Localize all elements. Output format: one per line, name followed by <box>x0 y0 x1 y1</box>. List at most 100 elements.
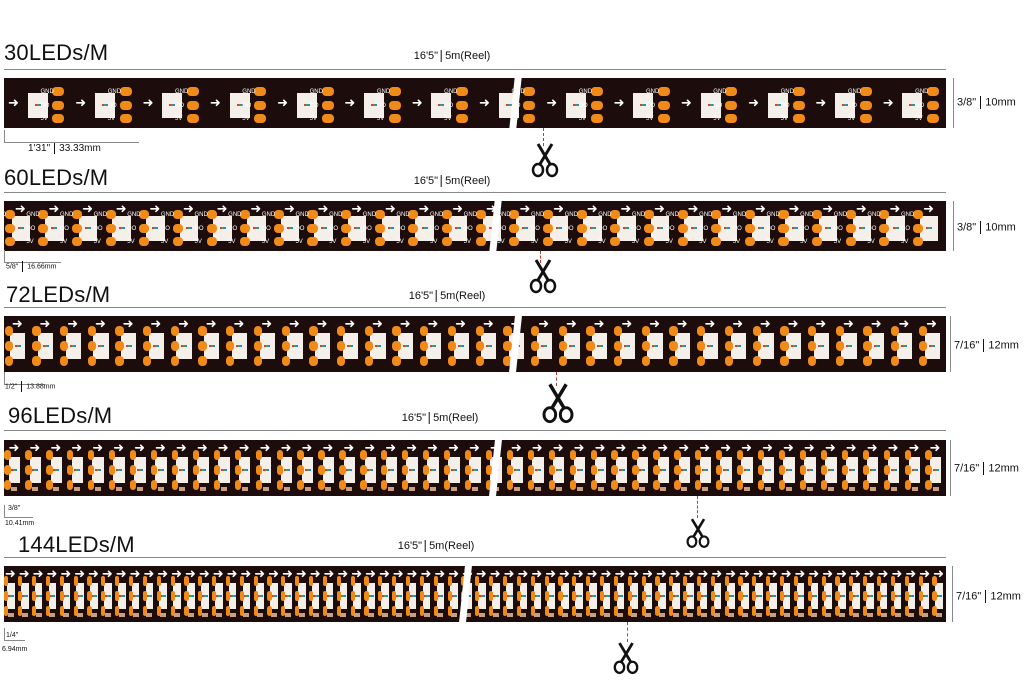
solder-pad <box>913 237 924 246</box>
led-die <box>203 469 206 471</box>
solder-pad <box>406 576 411 587</box>
led-die <box>457 227 460 229</box>
solder-pad <box>724 591 729 602</box>
resistor <box>472 487 478 491</box>
solder-pad <box>172 223 183 233</box>
led-die <box>482 595 485 597</box>
pad-label: GND <box>847 89 862 95</box>
strip-section-60: 60LEDs/M 16'5"5m(Reel) ➜GNDDO5V➜GNDDO5V➜… <box>0 0 1024 294</box>
pad-label: 5V <box>699 239 707 245</box>
arrow-right-icon: ➜ <box>101 566 113 581</box>
solder-pad <box>523 114 536 123</box>
solder-pad <box>171 465 179 476</box>
led-die <box>192 595 194 597</box>
led-chip <box>841 333 857 359</box>
led-die <box>402 345 405 347</box>
solder-pad <box>475 356 484 367</box>
led-die <box>388 469 391 471</box>
arrow-right-icon: ➜ <box>48 201 60 216</box>
solder-pad <box>572 591 577 602</box>
arrow-right-icon: ➜ <box>553 201 564 216</box>
led-die <box>929 345 932 347</box>
solder-pad <box>402 480 409 491</box>
arrow-right-icon: ➜ <box>905 566 917 581</box>
arrow-right-icon: ➜ <box>680 95 692 110</box>
led-die <box>36 104 39 106</box>
led-die <box>57 469 60 471</box>
solder-pad <box>336 606 341 617</box>
solder-pad <box>255 480 262 491</box>
resistor <box>229 613 236 617</box>
led-chip <box>866 457 879 483</box>
led-die <box>850 469 853 471</box>
solder-pad <box>558 606 563 617</box>
led-die <box>291 345 294 347</box>
resistor <box>672 613 679 617</box>
led-chip <box>314 333 331 359</box>
led-chip <box>658 583 666 609</box>
scissors-icon <box>686 518 710 548</box>
length-dimension-line <box>4 192 946 193</box>
resistor <box>388 487 395 491</box>
solder-pad <box>45 576 50 587</box>
solder-pad <box>641 341 651 352</box>
solder-pad <box>423 465 430 476</box>
solder-pad <box>374 237 385 246</box>
solder-pad <box>281 576 286 587</box>
led-die <box>298 595 301 597</box>
cut-line <box>697 496 698 518</box>
solder-pad <box>879 223 890 233</box>
solder-pad <box>187 87 200 96</box>
solder-pad <box>778 450 786 461</box>
led-die <box>850 345 853 347</box>
led-die <box>286 227 289 229</box>
arrow-right-icon: ➜ <box>759 316 771 331</box>
resistor <box>742 613 749 617</box>
pitch-dimension-line <box>4 250 61 263</box>
led-chip <box>594 457 607 483</box>
led-die <box>739 345 742 347</box>
led-die <box>42 345 45 347</box>
led-die <box>178 469 181 471</box>
led-chip <box>785 333 802 359</box>
led-die <box>342 595 345 597</box>
led-chip <box>810 583 819 609</box>
solder-pad <box>835 326 845 337</box>
solder-pad <box>4 606 9 617</box>
led-chip <box>796 583 805 609</box>
pad-label: 5V <box>261 239 270 245</box>
led-die <box>323 345 326 347</box>
pad-label: 5V <box>901 239 909 245</box>
resistor <box>137 487 144 491</box>
led-die <box>485 345 488 347</box>
led-die <box>690 227 693 229</box>
led-die <box>243 595 246 597</box>
pad-label: DO <box>867 225 877 232</box>
led-die <box>744 595 747 597</box>
arrow-right-icon: ➜ <box>259 440 271 455</box>
pad-label: GND <box>329 212 343 218</box>
resistor <box>575 613 582 617</box>
solder-pad <box>845 223 856 233</box>
solder-pad <box>927 87 940 96</box>
arrow-right-icon: ➜ <box>351 566 363 581</box>
pad-label: GND <box>261 212 276 218</box>
led-die <box>555 469 558 471</box>
led-chip <box>824 583 833 609</box>
led-chip <box>630 583 639 609</box>
led-chip <box>76 583 84 609</box>
solder-pad <box>420 326 429 337</box>
solder-pad <box>87 341 96 352</box>
resistor <box>660 487 667 491</box>
arrow-right-icon: ➜ <box>233 316 245 331</box>
led-die <box>284 595 287 597</box>
arrow-right-icon: ➜ <box>216 201 228 216</box>
solder-pad <box>378 591 383 602</box>
pad-label: GND <box>915 89 929 95</box>
arrow-right-icon: ➜ <box>482 316 494 331</box>
led-chip <box>131 583 140 609</box>
resistor <box>262 487 269 491</box>
pitch-dimension-line <box>4 505 33 518</box>
led-chip <box>121 333 137 359</box>
arrow-right-icon: ➜ <box>378 566 390 581</box>
